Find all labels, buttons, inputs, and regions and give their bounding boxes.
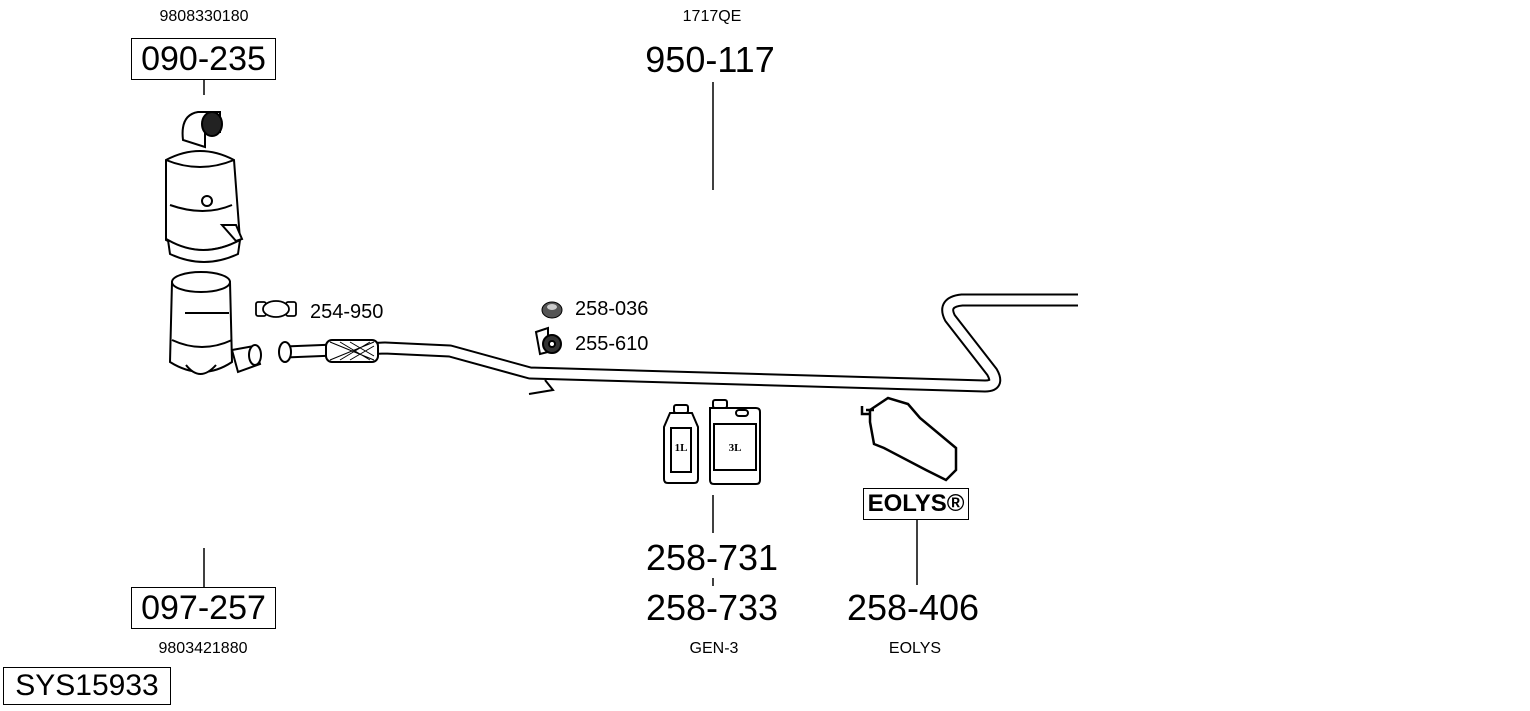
- catalyst-drawing[interactable]: [168, 271, 262, 375]
- bottle-label-1l: 1L: [674, 442, 688, 454]
- part-number-catalyst[interactable]: 097-257: [131, 587, 276, 629]
- rubber-mount-drawing[interactable]: [534, 326, 562, 356]
- part-number-fluid-3l[interactable]: 258-733: [645, 587, 779, 628]
- eolys-note: EOLYS: [888, 640, 942, 657]
- fluid-bottle-1l-drawing[interactable]: [663, 404, 699, 484]
- part-number-eolys-bag[interactable]: 258-406: [846, 587, 980, 628]
- catalyst-oe-number: 9803421880: [158, 640, 248, 657]
- dpf-oe-number: 9808330180: [159, 8, 249, 25]
- eolys-bag-drawing[interactable]: [860, 396, 958, 482]
- nut-drawing[interactable]: [541, 301, 563, 319]
- fluid-note: GEN-3: [689, 640, 739, 657]
- bottle-label-3l: 3L: [728, 442, 742, 454]
- fluid-can-3l-drawing[interactable]: [709, 399, 761, 485]
- part-number-fluid-1l[interactable]: 258-731: [645, 537, 779, 578]
- clamp-drawing[interactable]: [255, 300, 297, 318]
- part-number-pipe[interactable]: 950-117: [645, 39, 775, 80]
- dpf-drawing[interactable]: [165, 111, 244, 263]
- eolys-brand-logo: EOLYS®: [863, 488, 969, 520]
- system-id: SYS15933: [3, 667, 171, 705]
- part-number-dpf[interactable]: 090-235: [131, 38, 276, 80]
- part-number-clamp[interactable]: 254-950: [310, 301, 384, 323]
- part-number-nut[interactable]: 258-036: [575, 298, 649, 320]
- pipe-oe-number: 1717QE: [682, 8, 742, 25]
- part-number-mount[interactable]: 255-610: [575, 333, 649, 355]
- pipe-drawing[interactable]: [278, 293, 1078, 395]
